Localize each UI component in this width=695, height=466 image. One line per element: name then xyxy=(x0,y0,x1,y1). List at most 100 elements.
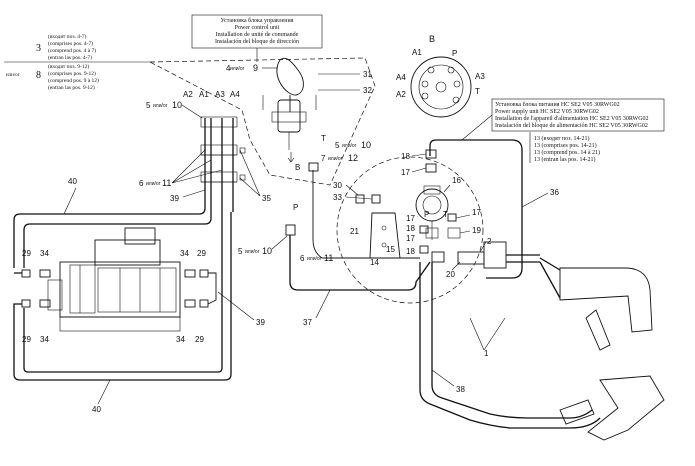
hose-40 xyxy=(13,190,232,381)
svg-text:6: 6 xyxy=(300,254,305,263)
lower-right-cylinder xyxy=(559,375,665,441)
svg-text:Установка блока управления: Установка блока управления xyxy=(221,17,294,24)
svg-text:Установка блока питания HC SE2: Установка блока питания HC SE2 V05 30RWG… xyxy=(495,101,620,108)
svg-text:29: 29 xyxy=(22,249,31,258)
control-unit-dashed-outline xyxy=(149,57,376,186)
svg-text:или/or: или/or xyxy=(307,256,322,262)
supply-unit-dashed-circle xyxy=(336,156,484,304)
valve-block-fittings xyxy=(21,269,209,308)
port-a3-label: A3 xyxy=(215,90,225,99)
svg-text:или/or: или/or xyxy=(328,156,343,162)
svg-text:34: 34 xyxy=(40,335,49,344)
svg-text:2: 2 xyxy=(487,237,492,246)
svg-text:4: 4 xyxy=(226,64,231,73)
view-b-title: В xyxy=(429,34,435,44)
svg-text:17: 17 xyxy=(406,214,415,223)
svg-text:Power supply unit HC SE2 V05 3: Power supply unit HC SE2 V05 30RWG02 xyxy=(495,109,599,115)
view-b-port-a1: A1 xyxy=(412,48,422,57)
svg-text:Instalación del bloque de alim: Instalación del bloque de alimentación H… xyxy=(495,123,648,129)
mounting-bracket xyxy=(369,212,401,259)
svg-text:(comprises pos. 4-7): (comprises pos. 4-7) xyxy=(48,40,93,47)
svg-text:17: 17 xyxy=(472,208,481,217)
svg-text:40: 40 xyxy=(92,405,101,414)
tee-fittings xyxy=(431,241,540,269)
svg-text:29: 29 xyxy=(195,335,204,344)
upper-right-cylinder xyxy=(539,257,653,351)
svg-text:13 (entran las pos. 14-21): 13 (entran las pos. 14-21) xyxy=(534,156,596,163)
svg-text:(comprises pos. 9-12): (comprises pos. 9-12) xyxy=(48,70,96,77)
svg-text:18: 18 xyxy=(406,224,415,233)
svg-text:15: 15 xyxy=(386,245,395,254)
hose-36 xyxy=(429,139,523,279)
svg-text:(entran las pos. 4-7): (entran las pos. 4-7) xyxy=(48,54,92,61)
view-b-port-a4: A4 xyxy=(396,73,406,82)
port-p-lower-label: P xyxy=(293,203,298,212)
svg-text:16: 16 xyxy=(452,176,461,185)
svg-text:Instalación del bloque de dire: Instalación del bloque de dirección xyxy=(215,39,299,45)
view-b-arrow-label: В xyxy=(295,163,300,172)
supply-unit-caption: Установка блока питания HC SE2 V05 30RWG… xyxy=(491,98,665,132)
view-b-port-t: T xyxy=(475,87,480,96)
svg-text:18: 18 xyxy=(406,247,415,256)
svg-text:или/or: или/or xyxy=(230,66,245,72)
port-a2-label: A2 xyxy=(183,90,193,99)
svg-text:или/or: или/or xyxy=(6,73,20,78)
group-8-caption: или/or 8 (входят поз. 9-12) (comprises p… xyxy=(6,63,99,91)
svg-text:39: 39 xyxy=(170,194,179,203)
svg-text:21: 21 xyxy=(350,227,359,236)
svg-text:20: 20 xyxy=(446,270,455,279)
hose-38-return xyxy=(431,262,593,419)
svg-text:13 (comprises pos. 14-21): 13 (comprises pos. 14-21) xyxy=(534,142,597,149)
leader-supply-unit xyxy=(461,114,493,141)
svg-text:(entran las pos. 9-12): (entran las pos. 9-12) xyxy=(48,84,95,91)
power-supply-pump xyxy=(415,185,461,240)
view-b-arrow xyxy=(287,152,295,163)
svg-text:34: 34 xyxy=(180,249,189,258)
svg-text:17: 17 xyxy=(401,168,410,177)
svg-text:29: 29 xyxy=(197,249,206,258)
svg-text:8: 8 xyxy=(36,70,41,81)
svg-text:11: 11 xyxy=(162,178,171,188)
svg-text:Power control unit: Power control unit xyxy=(235,25,280,31)
svg-text:29: 29 xyxy=(22,335,31,344)
hose-39 xyxy=(207,272,217,305)
svg-text:(входят поз. 9-12): (входят поз. 9-12) xyxy=(48,63,89,70)
svg-text:5: 5 xyxy=(146,101,151,110)
port-a1-label: A1 xyxy=(199,90,209,99)
svg-text:5: 5 xyxy=(335,141,340,150)
joystick-control-unit xyxy=(262,57,317,150)
svg-text:34: 34 xyxy=(176,335,185,344)
svg-text:32: 32 xyxy=(363,86,372,95)
svg-text:35: 35 xyxy=(262,194,271,203)
svg-text:31: 31 xyxy=(363,70,372,79)
port-a4-label: A4 xyxy=(230,90,240,99)
svg-text:1: 1 xyxy=(484,349,489,358)
svg-text:(comprend pos. 4 à 7): (comprend pos. 4 à 7) xyxy=(48,47,96,54)
svg-text:10: 10 xyxy=(361,140,371,150)
svg-text:36: 36 xyxy=(550,188,559,197)
hose-37 xyxy=(289,235,431,291)
svg-text:7: 7 xyxy=(321,154,326,163)
svg-text:12: 12 xyxy=(348,153,358,163)
view-b-port-a2: A2 xyxy=(396,90,406,99)
svg-text:или/or: или/or xyxy=(245,249,260,255)
svg-text:5: 5 xyxy=(238,247,243,256)
svg-text:37: 37 xyxy=(303,318,312,327)
port-t-upper-label: T xyxy=(321,134,326,143)
supply-fittings xyxy=(285,149,457,254)
view-b-port-diagram: В A1 P A4 A3 A2 T xyxy=(396,34,485,118)
svg-text:13 (comprend pos. 14 à 21): 13 (comprend pos. 14 à 21) xyxy=(534,149,600,156)
svg-text:14: 14 xyxy=(370,258,379,267)
svg-text:30: 30 xyxy=(333,181,342,190)
svg-text:10: 10 xyxy=(172,100,182,110)
port-labels: A2 A1 A3 A4 T P P T xyxy=(183,90,448,219)
view-b-port-a3: A3 xyxy=(475,72,485,81)
svg-text:Installation de unité de comma: Installation de unité de commande xyxy=(216,32,299,38)
svg-text:38: 38 xyxy=(456,385,465,394)
group-3-caption: 3 (входят поз. 4-7) (comprises pos. 4-7)… xyxy=(4,33,118,63)
svg-text:19: 19 xyxy=(472,226,481,235)
position-numbers: или/or 4 9 5 или/or 10 31 32 5 или/or 10… xyxy=(22,63,559,414)
svg-text:или/or: или/or xyxy=(146,181,161,187)
